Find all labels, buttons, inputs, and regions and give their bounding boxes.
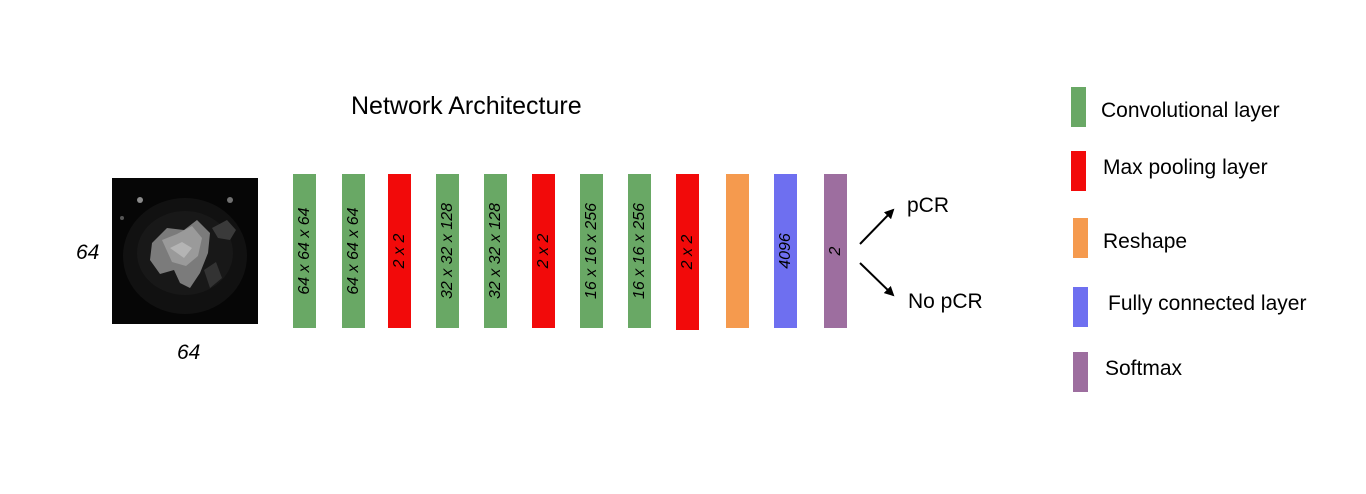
legend-label-reshape: Reshape	[1103, 230, 1188, 253]
legend-label-softmax: Softmax	[1105, 357, 1183, 380]
layer-block: 2 x 2	[388, 174, 411, 328]
layer-block: 2 x 2	[676, 174, 699, 330]
legend-label-fc: Fully connected layer	[1108, 292, 1307, 315]
layer-block: 64 x 64 x 64	[342, 174, 365, 328]
layer-block: 16 x 16 x 256	[580, 174, 603, 328]
legend-swatch-fc	[1073, 287, 1088, 327]
output-no-pcr: No pCR	[908, 290, 983, 313]
output-pcr: pCR	[907, 194, 950, 217]
layer-block: 16 x 16 x 256	[628, 174, 651, 328]
layer-block: 2 x 2	[532, 174, 555, 328]
legend-swatch-pool	[1071, 151, 1086, 191]
layer-block: 4096	[774, 174, 797, 328]
mri-input-image	[112, 178, 258, 324]
arrow-to-pcr	[859, 208, 895, 245]
input-width-label: 64	[177, 341, 201, 364]
legend-label-conv: Convolutional layer	[1101, 99, 1280, 122]
legend-label-pool: Max pooling layer	[1103, 156, 1268, 179]
diagram-title: Network Architecture	[351, 92, 582, 120]
layer-block: 2	[824, 174, 847, 328]
layer-block	[726, 174, 749, 328]
layer-block: 32 x 32 x 128	[436, 174, 459, 328]
arrow-to-no-pcr	[859, 262, 895, 297]
input-height-label: 64	[76, 241, 100, 264]
layer-block: 64 x 64 x 64	[293, 174, 316, 328]
legend-swatch-softmax	[1073, 352, 1088, 392]
legend-swatch-conv	[1071, 87, 1086, 127]
layer-block: 32 x 32 x 128	[484, 174, 507, 328]
legend-swatch-reshape	[1073, 218, 1088, 258]
